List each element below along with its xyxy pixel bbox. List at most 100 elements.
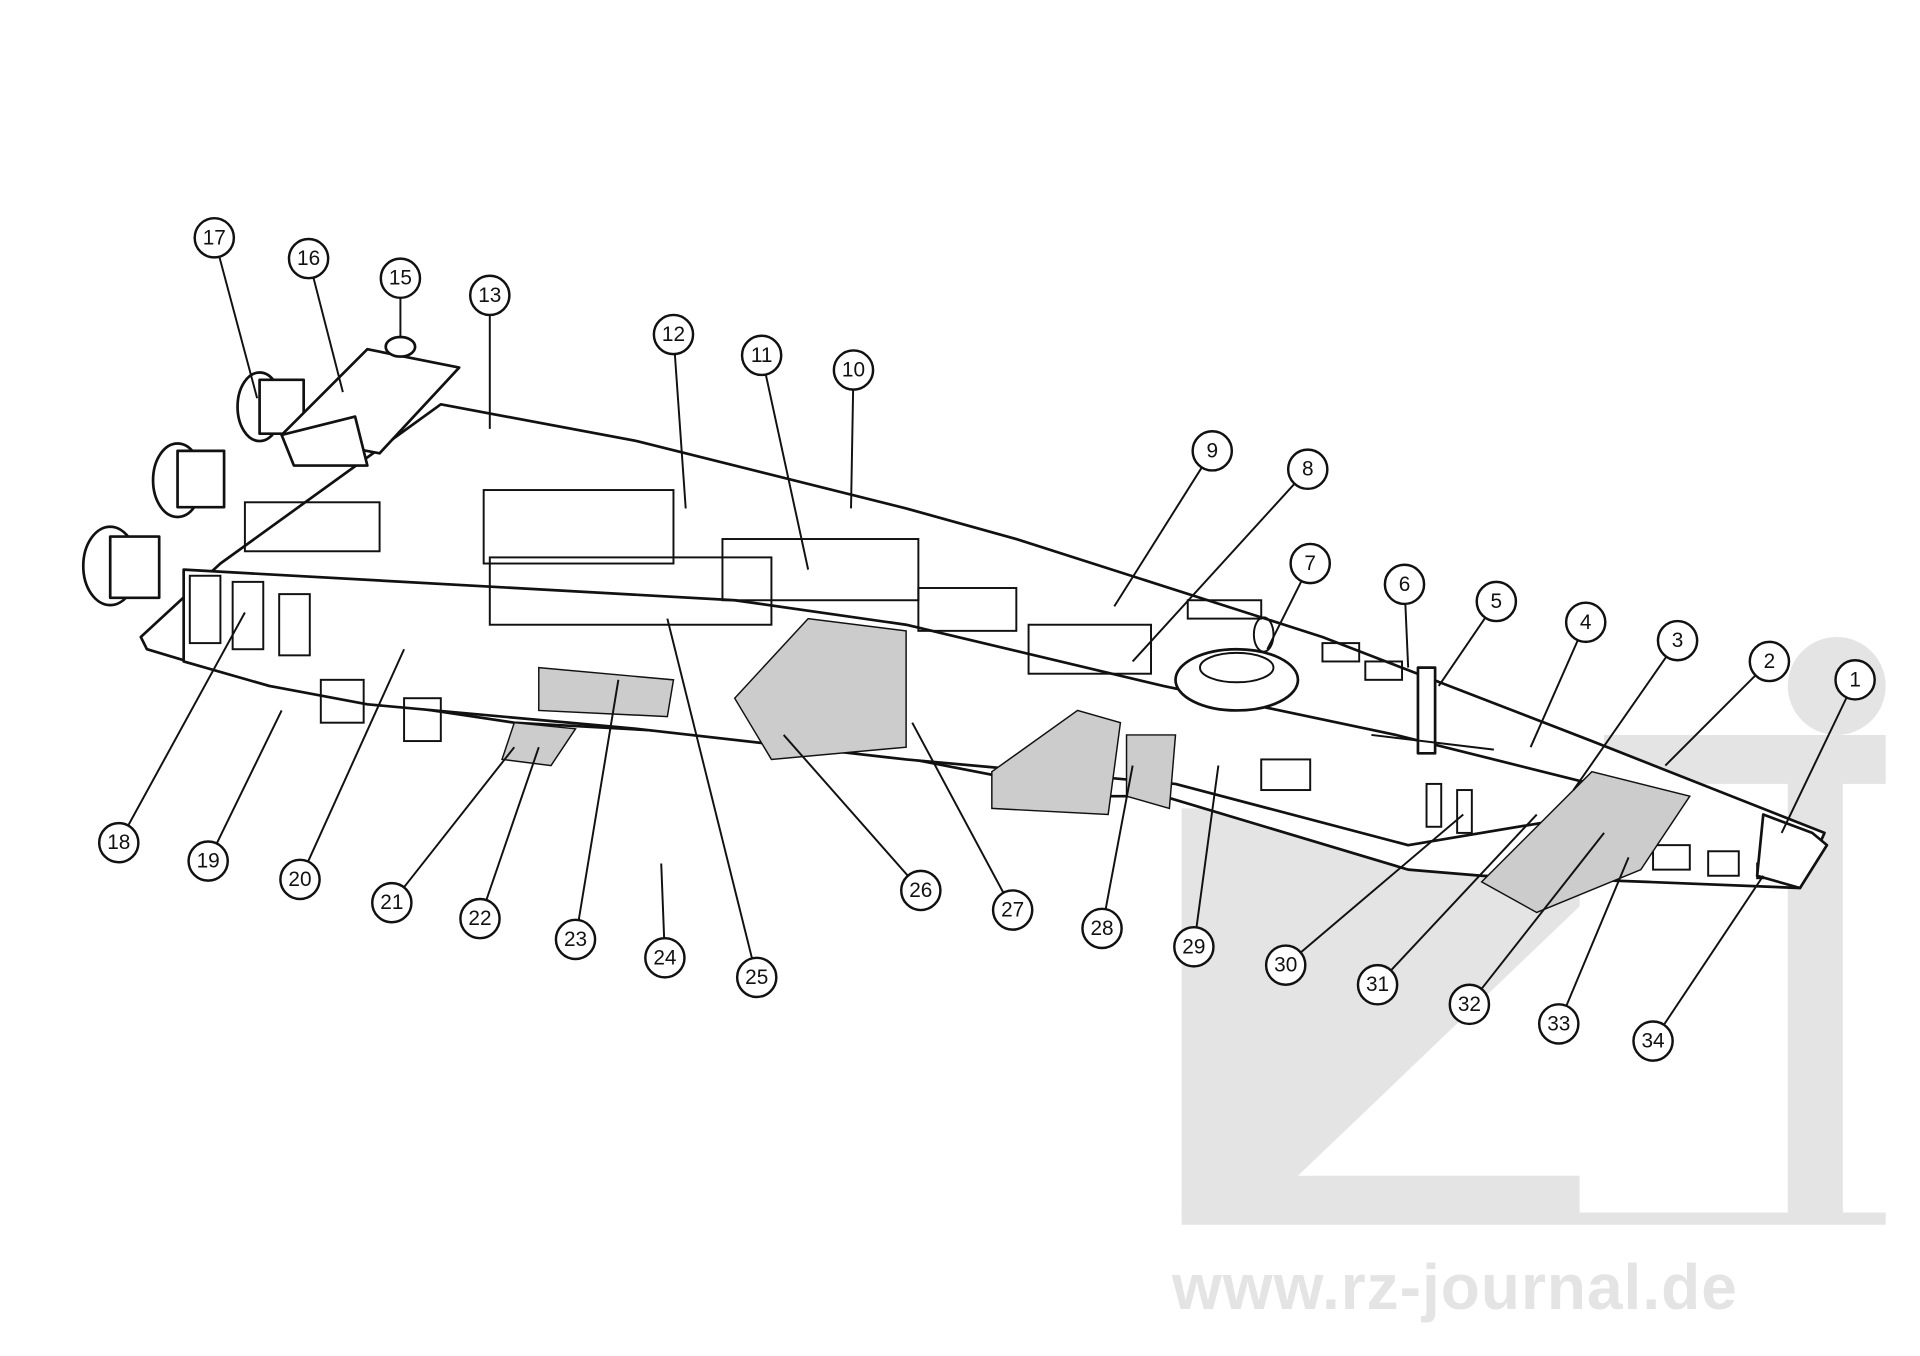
- callout-number: 7: [1304, 552, 1316, 575]
- callout-18: 18: [97, 612, 246, 864]
- callout-circle: [1173, 925, 1215, 968]
- callout-12: 12: [652, 313, 695, 509]
- callout-7: 7: [1266, 542, 1332, 650]
- callout-number: 5: [1491, 590, 1503, 613]
- callout-29: 29: [1173, 765, 1220, 968]
- callout-number: 16: [297, 247, 320, 270]
- leader-line: [1131, 483, 1296, 663]
- callout-circle: [187, 840, 229, 882]
- leader-line: [312, 277, 344, 393]
- callout-number: 33: [1547, 1012, 1570, 1035]
- leader-line: [782, 734, 909, 877]
- callout-30: 30: [1264, 813, 1464, 986]
- watermark-text: www.rz-journal.de: [1172, 1251, 1738, 1323]
- leader-line: [307, 648, 405, 862]
- leader-line: [1480, 832, 1605, 990]
- callout-circle: [644, 936, 686, 979]
- callout-24: 24: [644, 863, 686, 979]
- leader-line: [1572, 656, 1668, 791]
- callout-19: 19: [187, 710, 283, 882]
- leader-line: [911, 722, 1005, 894]
- callout-23: 23: [554, 679, 620, 961]
- callout-circle: [1383, 563, 1426, 606]
- callout-27: 27: [911, 722, 1034, 931]
- callout-25: 25: [666, 618, 778, 999]
- callout-circle: [279, 858, 321, 901]
- callout-2: 2: [1664, 640, 1791, 767]
- callout-1: 1: [1780, 659, 1876, 834]
- callout-circle: [1356, 963, 1399, 1006]
- callout-circle: [1632, 1020, 1674, 1062]
- leader-line: [1300, 813, 1464, 954]
- callout-circle: [1748, 640, 1791, 683]
- callout-circle: [371, 881, 413, 924]
- leader-line: [1195, 765, 1220, 928]
- leader-line: [764, 374, 810, 570]
- callout-26: 26: [782, 734, 942, 912]
- callout-number: 2: [1764, 650, 1776, 673]
- callout-20: 20: [279, 648, 405, 901]
- leader-line: [1664, 674, 1757, 767]
- callout-4: 4: [1529, 601, 1607, 748]
- callout-circle: [1564, 601, 1607, 644]
- leader-line: [666, 618, 753, 959]
- callout-number: 9: [1206, 439, 1218, 462]
- callout-circle: [1537, 1003, 1580, 1045]
- leader-line: [1663, 875, 1765, 1026]
- callout-34: 34: [1632, 875, 1765, 1062]
- callout-circle: [832, 349, 875, 391]
- callout-number: 11: [751, 344, 773, 367]
- leader-line: [1404, 603, 1410, 668]
- leader-line: [577, 679, 620, 921]
- callout-circle: [1264, 944, 1307, 986]
- callout-number: 34: [1641, 1030, 1664, 1053]
- leader-line: [403, 746, 516, 888]
- callout-circle: [1081, 907, 1123, 950]
- spaceship-drawing: [81, 335, 1829, 914]
- callout-number: 3: [1672, 629, 1684, 652]
- callout-circle: [991, 889, 1034, 931]
- callout-number: 17: [203, 226, 226, 249]
- callout-circle: [1475, 580, 1518, 623]
- leader-line: [127, 612, 246, 826]
- leader-line: [215, 710, 283, 844]
- callout-circle: [1656, 619, 1699, 662]
- callout-11: 11: [740, 334, 810, 570]
- callout-number: 25: [745, 966, 768, 989]
- callout-layer: 1234567891011121315161718192021222324252…: [97, 216, 1876, 1062]
- callout-circle: [459, 897, 501, 940]
- callout-number: 28: [1090, 917, 1113, 940]
- callout-number: 27: [1001, 899, 1024, 922]
- callout-number: 1: [1849, 668, 1861, 691]
- leader-line: [218, 256, 259, 399]
- callout-8: 8: [1131, 448, 1329, 663]
- callout-number: 6: [1399, 573, 1411, 596]
- callout-circle: [1289, 542, 1332, 585]
- callout-circle: [554, 918, 597, 961]
- callout-number: 18: [107, 831, 130, 854]
- callout-9: 9: [1113, 430, 1234, 607]
- callout-number: 24: [653, 946, 676, 969]
- callout-circle: [1286, 448, 1329, 491]
- callout-3: 3: [1572, 619, 1699, 791]
- callout-22: 22: [459, 746, 540, 940]
- callout-6: 6: [1383, 563, 1426, 668]
- callout-circle: [468, 274, 511, 317]
- callout-circle: [1191, 430, 1234, 472]
- leader-line: [850, 389, 855, 509]
- leader-line: [1529, 639, 1579, 748]
- callout-number: 30: [1274, 954, 1297, 977]
- callout-number: 12: [662, 323, 685, 346]
- callout-31: 31: [1356, 813, 1538, 1006]
- callout-5: 5: [1437, 580, 1518, 687]
- callout-circle: [735, 956, 778, 999]
- callout-circle: [193, 216, 236, 259]
- callout-32: 32: [1448, 832, 1605, 1026]
- callout-number: 22: [468, 907, 491, 930]
- callout-21: 21: [371, 746, 516, 924]
- callout-number: 19: [197, 850, 220, 873]
- leader-line: [1390, 813, 1538, 972]
- leader-line: [1565, 857, 1630, 1007]
- callout-number: 31: [1366, 973, 1389, 996]
